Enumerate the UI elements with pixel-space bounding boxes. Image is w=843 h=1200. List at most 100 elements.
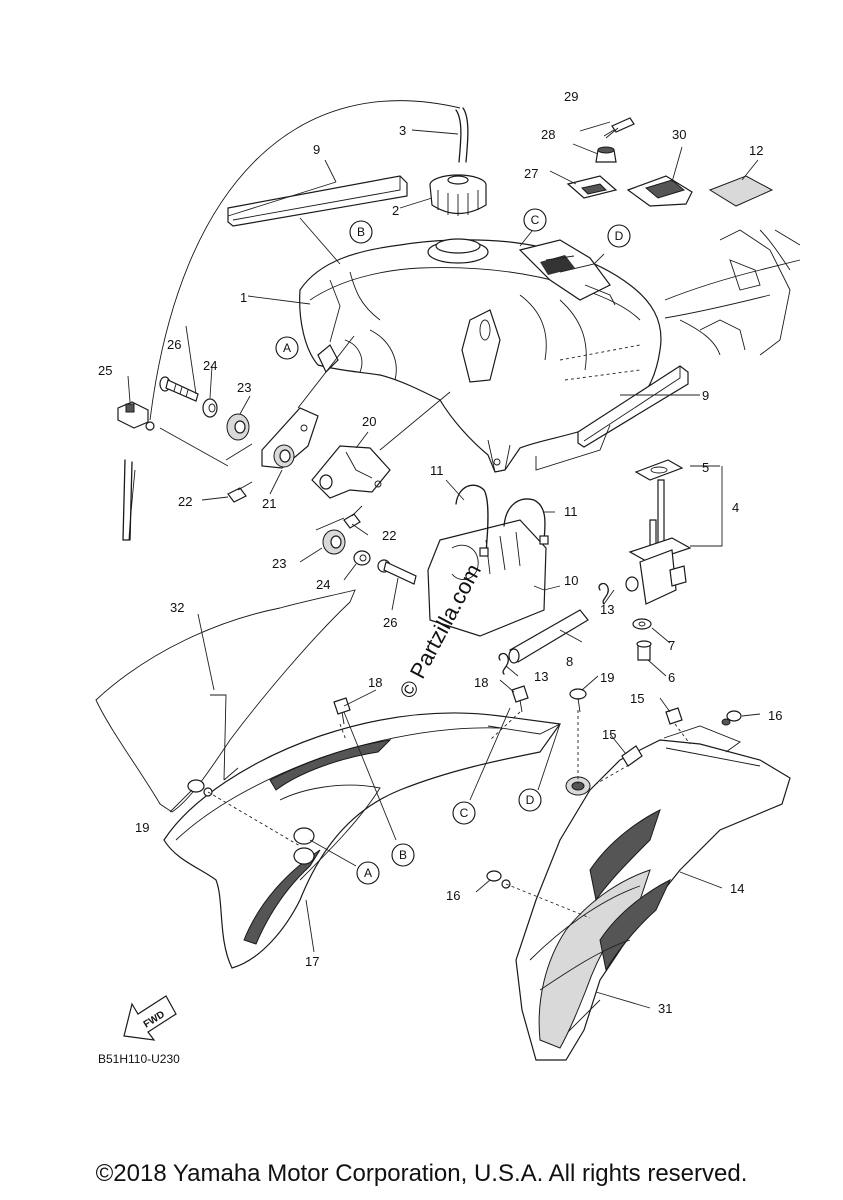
callout-27: 27	[524, 166, 538, 181]
callout-23-lower: 23	[272, 556, 286, 571]
collar-28	[595, 146, 617, 163]
bolt-19-left	[187, 779, 213, 797]
callout-20: 20	[362, 414, 376, 429]
bolt-15-lower	[621, 745, 643, 767]
callout-11-left: 11	[430, 463, 444, 478]
callout-labels: 1 2 3 4 5 6 7 8 9 9 10 11 11 12 13 13 14…	[98, 89, 782, 1016]
callout-9-upper: 9	[313, 142, 320, 157]
reference-markers: B C D A A B C D	[275, 208, 631, 885]
pad-lower	[577, 365, 689, 448]
damper-23-lower	[322, 529, 346, 555]
callout-25: 25	[98, 363, 112, 378]
band-11-left	[455, 484, 489, 557]
bracket-20	[311, 445, 391, 499]
clip-13-upper	[598, 582, 609, 605]
callout-15-upper: 15	[630, 691, 644, 706]
callout-21: 21	[262, 496, 276, 511]
callout-22-left: 22	[178, 494, 192, 509]
graphic-32	[95, 589, 356, 813]
clip-13-lower	[498, 652, 509, 675]
callout-29: 29	[564, 89, 578, 104]
band-11-right	[503, 498, 549, 545]
frame-outline	[664, 229, 801, 356]
callout-9-lower: 9	[702, 388, 709, 403]
bolt-18-left	[333, 697, 351, 725]
washer-7	[632, 618, 652, 630]
label-12	[708, 175, 774, 207]
damper-23-upper	[226, 413, 250, 441]
callout-16-lower: 16	[446, 888, 460, 903]
bolt-29	[603, 117, 635, 139]
screw-6	[636, 640, 652, 661]
callout-26-lower: 26	[383, 615, 397, 630]
callout-13-upper: 13	[600, 602, 614, 617]
callout-28: 28	[541, 127, 555, 142]
copyright-footer: ©2018 Yamaha Motor Corporation, U.S.A. A…	[95, 1160, 748, 1187]
bolt-18-right	[511, 685, 529, 713]
callout-31: 31	[658, 1001, 672, 1016]
ref-c-upper: C	[531, 213, 540, 227]
fuel-cap	[429, 174, 487, 216]
callout-26-upper: 26	[167, 337, 181, 352]
ref-b-upper: B	[357, 225, 365, 239]
callout-32: 32	[170, 600, 184, 615]
bracket-21	[261, 407, 319, 469]
callout-6: 6	[668, 670, 675, 685]
fuel-tank	[299, 238, 662, 473]
bolt-19-right	[569, 688, 587, 713]
callout-3: 3	[399, 123, 406, 138]
ref-a-upper: A	[283, 341, 291, 355]
callout-24-upper: 24	[203, 358, 217, 373]
side-cover-14	[515, 725, 791, 1061]
collar-24-lower	[353, 550, 371, 566]
callout-14: 14	[730, 881, 744, 896]
band-30	[626, 175, 693, 207]
callout-4: 4	[732, 500, 739, 515]
callout-5: 5	[702, 460, 709, 475]
callout-19-left: 19	[135, 820, 149, 835]
callout-11-right: 11	[564, 504, 578, 519]
bolt-16-upper	[721, 710, 742, 726]
side-cover-17	[163, 712, 562, 969]
ref-c-lower: C	[460, 806, 469, 820]
bolt-22-left	[227, 481, 253, 503]
callout-8: 8	[566, 654, 573, 669]
ref-d-upper: D	[615, 229, 624, 243]
fuel-hose-8	[508, 609, 589, 664]
callout-12: 12	[749, 143, 763, 158]
callout-2: 2	[392, 203, 399, 218]
damper-27	[566, 175, 618, 199]
bolt-26-upper	[159, 376, 199, 402]
fuel-cock-4	[625, 479, 692, 605]
ref-d-lower: D	[526, 793, 535, 807]
breather-hose	[122, 100, 469, 541]
callout-23-upper: 23	[237, 380, 251, 395]
pad-upper	[227, 175, 408, 227]
leader-lines	[127, 121, 761, 1009]
callout-10: 10	[564, 573, 578, 588]
ref-a-lower: A	[364, 866, 372, 880]
callout-22-right: 22	[382, 528, 396, 543]
collar-24-upper	[202, 398, 218, 418]
callout-19-right: 19	[600, 670, 614, 685]
bolt-26-lower	[377, 559, 417, 585]
callout-30: 30	[672, 127, 686, 142]
callout-24-lower: 24	[316, 577, 330, 592]
callout-13-lower: 13	[534, 669, 548, 684]
clamp-25	[117, 401, 155, 431]
callout-7: 7	[668, 638, 675, 653]
gasket-5	[634, 459, 684, 481]
diagram-code: B51H110-U230	[98, 1052, 180, 1066]
bolt-22-right	[343, 505, 363, 529]
callout-1: 1	[240, 290, 247, 305]
callout-18-right: 18	[474, 675, 488, 690]
protector-10	[427, 519, 547, 637]
ref-b-lower: B	[399, 848, 407, 862]
callout-17: 17	[305, 954, 319, 969]
bolt-16-lower	[486, 870, 511, 889]
callout-18-left: 18	[368, 675, 382, 690]
callout-15-lower: 15	[602, 727, 616, 742]
callout-16-upper: 16	[768, 708, 782, 723]
fwd-arrow-icon: FWD	[123, 995, 177, 1041]
